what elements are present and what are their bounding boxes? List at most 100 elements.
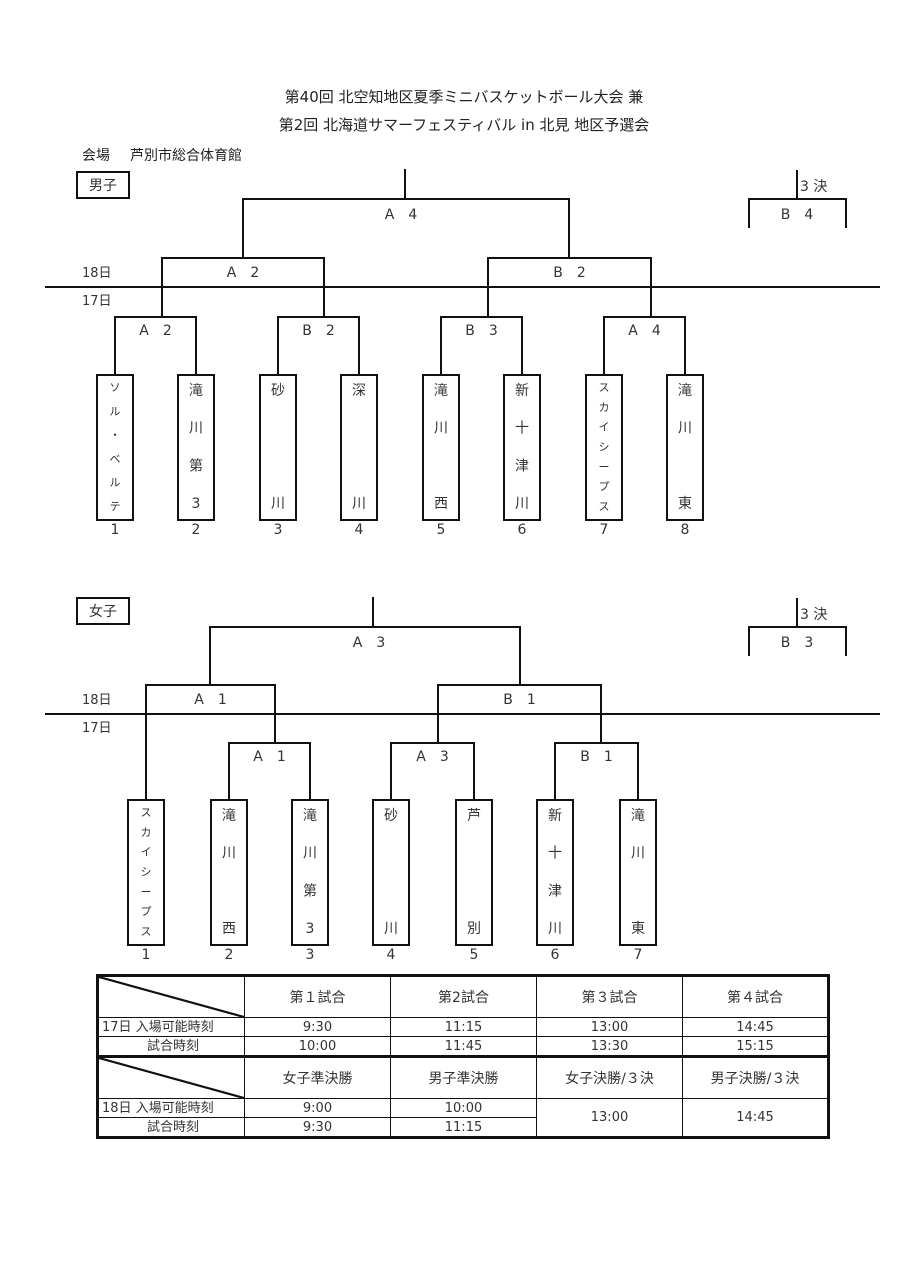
day-label-17: 17日 [82, 721, 112, 736]
diagonal-cell [97, 1055, 245, 1099]
team-name-char: 滝 [189, 383, 203, 399]
quarterfinal-label: A 1 [253, 749, 285, 765]
game-header: 第2試合 [390, 975, 537, 1018]
time-cell: 11:45 [390, 1036, 537, 1057]
game-header: 男子準決勝 [390, 1055, 537, 1099]
quarterfinal-label: B 3 [465, 323, 498, 339]
third-place-label: 3 決 [800, 607, 827, 623]
team-name-char: ル [110, 405, 121, 418]
third-place-result: B 3 [781, 635, 814, 651]
team-name-char: ス [599, 500, 610, 513]
time-cell: 10:00 [244, 1036, 391, 1057]
team-seed-number: 6 [518, 522, 527, 538]
schedule-header-18: 女子準決勝 男子準決勝 女子決勝/３決 男子決勝/３決 [97, 1055, 829, 1099]
team-name-char: 第 [303, 882, 317, 899]
semifinal-label: B 2 [553, 265, 586, 281]
final-label: A 4 [385, 207, 418, 223]
time-cell: 10:00 [390, 1098, 537, 1118]
game-header: 第３試合 [536, 975, 683, 1018]
team-name-char: 別 [467, 921, 481, 937]
team-seed-number: 4 [387, 947, 396, 963]
gender-label: 男子 [89, 178, 117, 194]
time-cell: 13:00 [536, 1017, 683, 1037]
team-name-char: ス [599, 381, 610, 394]
team-seed-number: 8 [681, 522, 690, 538]
team-seed-number: 7 [634, 947, 643, 963]
game-time-row-18: 試合時刻 9:30 11:15 [97, 1117, 829, 1138]
quarterfinal-label: A 4 [628, 323, 661, 339]
venue: 会場芦別市総合体育館 [82, 145, 242, 165]
time-cell: 9:30 [244, 1017, 391, 1037]
title-line-2: 第2回 北海道サマーフェスティバル in 北見 地区予選会 [278, 116, 650, 134]
time-cell: 14:45 [682, 1098, 829, 1138]
semifinal-label: B 1 [503, 692, 536, 708]
team-name-char: ル [110, 476, 121, 489]
day-label-18: 18日 [82, 693, 112, 708]
team-seed-number: 4 [355, 522, 364, 538]
venue-name: 芦別市総合体育館 [130, 148, 242, 164]
day-label-18: 18日 [82, 266, 112, 281]
team-name-char: 東 [631, 921, 645, 937]
team-name-char: 十 [548, 846, 562, 862]
team-name-char: 滝 [434, 383, 448, 399]
semifinal-label: A 1 [194, 692, 226, 708]
third-place-label: 3 決 [800, 179, 827, 195]
team-box [96, 374, 134, 521]
team-name-char: カ [141, 826, 152, 839]
gender-label: 女子 [89, 603, 117, 620]
gender-label-box [76, 597, 130, 625]
quarterfinal-label: A 3 [416, 749, 448, 765]
row-label: 試合時刻 [97, 1117, 245, 1138]
team-name-char: ー [141, 885, 152, 898]
team-name-char: 3 [192, 496, 201, 512]
game-time-row-17: 試合時刻 10:00 11:45 13:30 15:15 [97, 1036, 829, 1057]
time-cell: 9:30 [244, 1117, 391, 1138]
team-name-char: 川 [631, 846, 645, 862]
schedule-table: 第１試合 第2試合 第３試合 第４試合 17日 入場可能時刻 9:30 11:1… [96, 974, 830, 1139]
team-name-char: ・ [110, 429, 121, 442]
quarterfinal-label: B 2 [302, 323, 335, 339]
team-name-char: 西 [222, 921, 236, 937]
team-name-char: 川 [384, 921, 398, 937]
game-header: 第４試合 [682, 975, 829, 1018]
team-name-char: 滝 [678, 383, 692, 399]
team-name-char: 東 [678, 496, 692, 512]
team-name-char: 津 [548, 883, 562, 899]
team-name-char: 砂 [271, 383, 285, 399]
game-header: 女子決勝/３決 [536, 1055, 683, 1099]
semifinal-label: A 2 [227, 265, 259, 281]
quarterfinal-label: A 2 [139, 323, 171, 339]
team-name-char: ス [141, 806, 152, 819]
team-name-char: 津 [515, 458, 529, 474]
team-name-char: 西 [434, 496, 448, 512]
team-name-char: 滝 [222, 808, 236, 824]
tournament-bracket: 男子18日17日ソル・ベルテ1滝川第32砂川3深川4滝川西5新十津川6スカイシー… [45, 169, 880, 963]
time-cell: 13:30 [536, 1036, 683, 1057]
team-name-char: 川 [434, 421, 448, 437]
final-label: A 3 [353, 635, 385, 651]
team-name-char: カ [599, 401, 610, 414]
team-seed-number: 5 [470, 947, 479, 963]
team-name-char: テ [110, 500, 121, 513]
third-place-result: B 4 [781, 207, 814, 223]
team-seed-number: 3 [306, 947, 315, 963]
row-label: 17日 入場可能時刻 [97, 1017, 245, 1037]
team-seed-number: 6 [551, 947, 560, 963]
team-name-char: 芦 [467, 808, 481, 824]
team-name-char: プ [141, 905, 152, 918]
team-name-char: 滝 [303, 808, 317, 824]
team-name-char: 3 [306, 921, 315, 937]
team-seed-number: 1 [142, 947, 151, 963]
team-name-char: 新 [548, 808, 562, 824]
row-label: 試合時刻 [97, 1036, 245, 1057]
team-seed-number: 5 [437, 522, 446, 538]
team-name-char: 滝 [631, 808, 645, 824]
team-name-char: ソ [110, 381, 121, 394]
team-name-char: ス [141, 925, 152, 938]
team-name-char: シ [599, 441, 610, 454]
team-name-char: ベ [110, 452, 121, 465]
team-name-char: 新 [515, 383, 529, 399]
time-cell: 13:00 [536, 1098, 683, 1138]
schedule-header-17: 第１試合 第2試合 第３試合 第４試合 [97, 975, 829, 1018]
time-cell: 14:45 [682, 1017, 829, 1037]
